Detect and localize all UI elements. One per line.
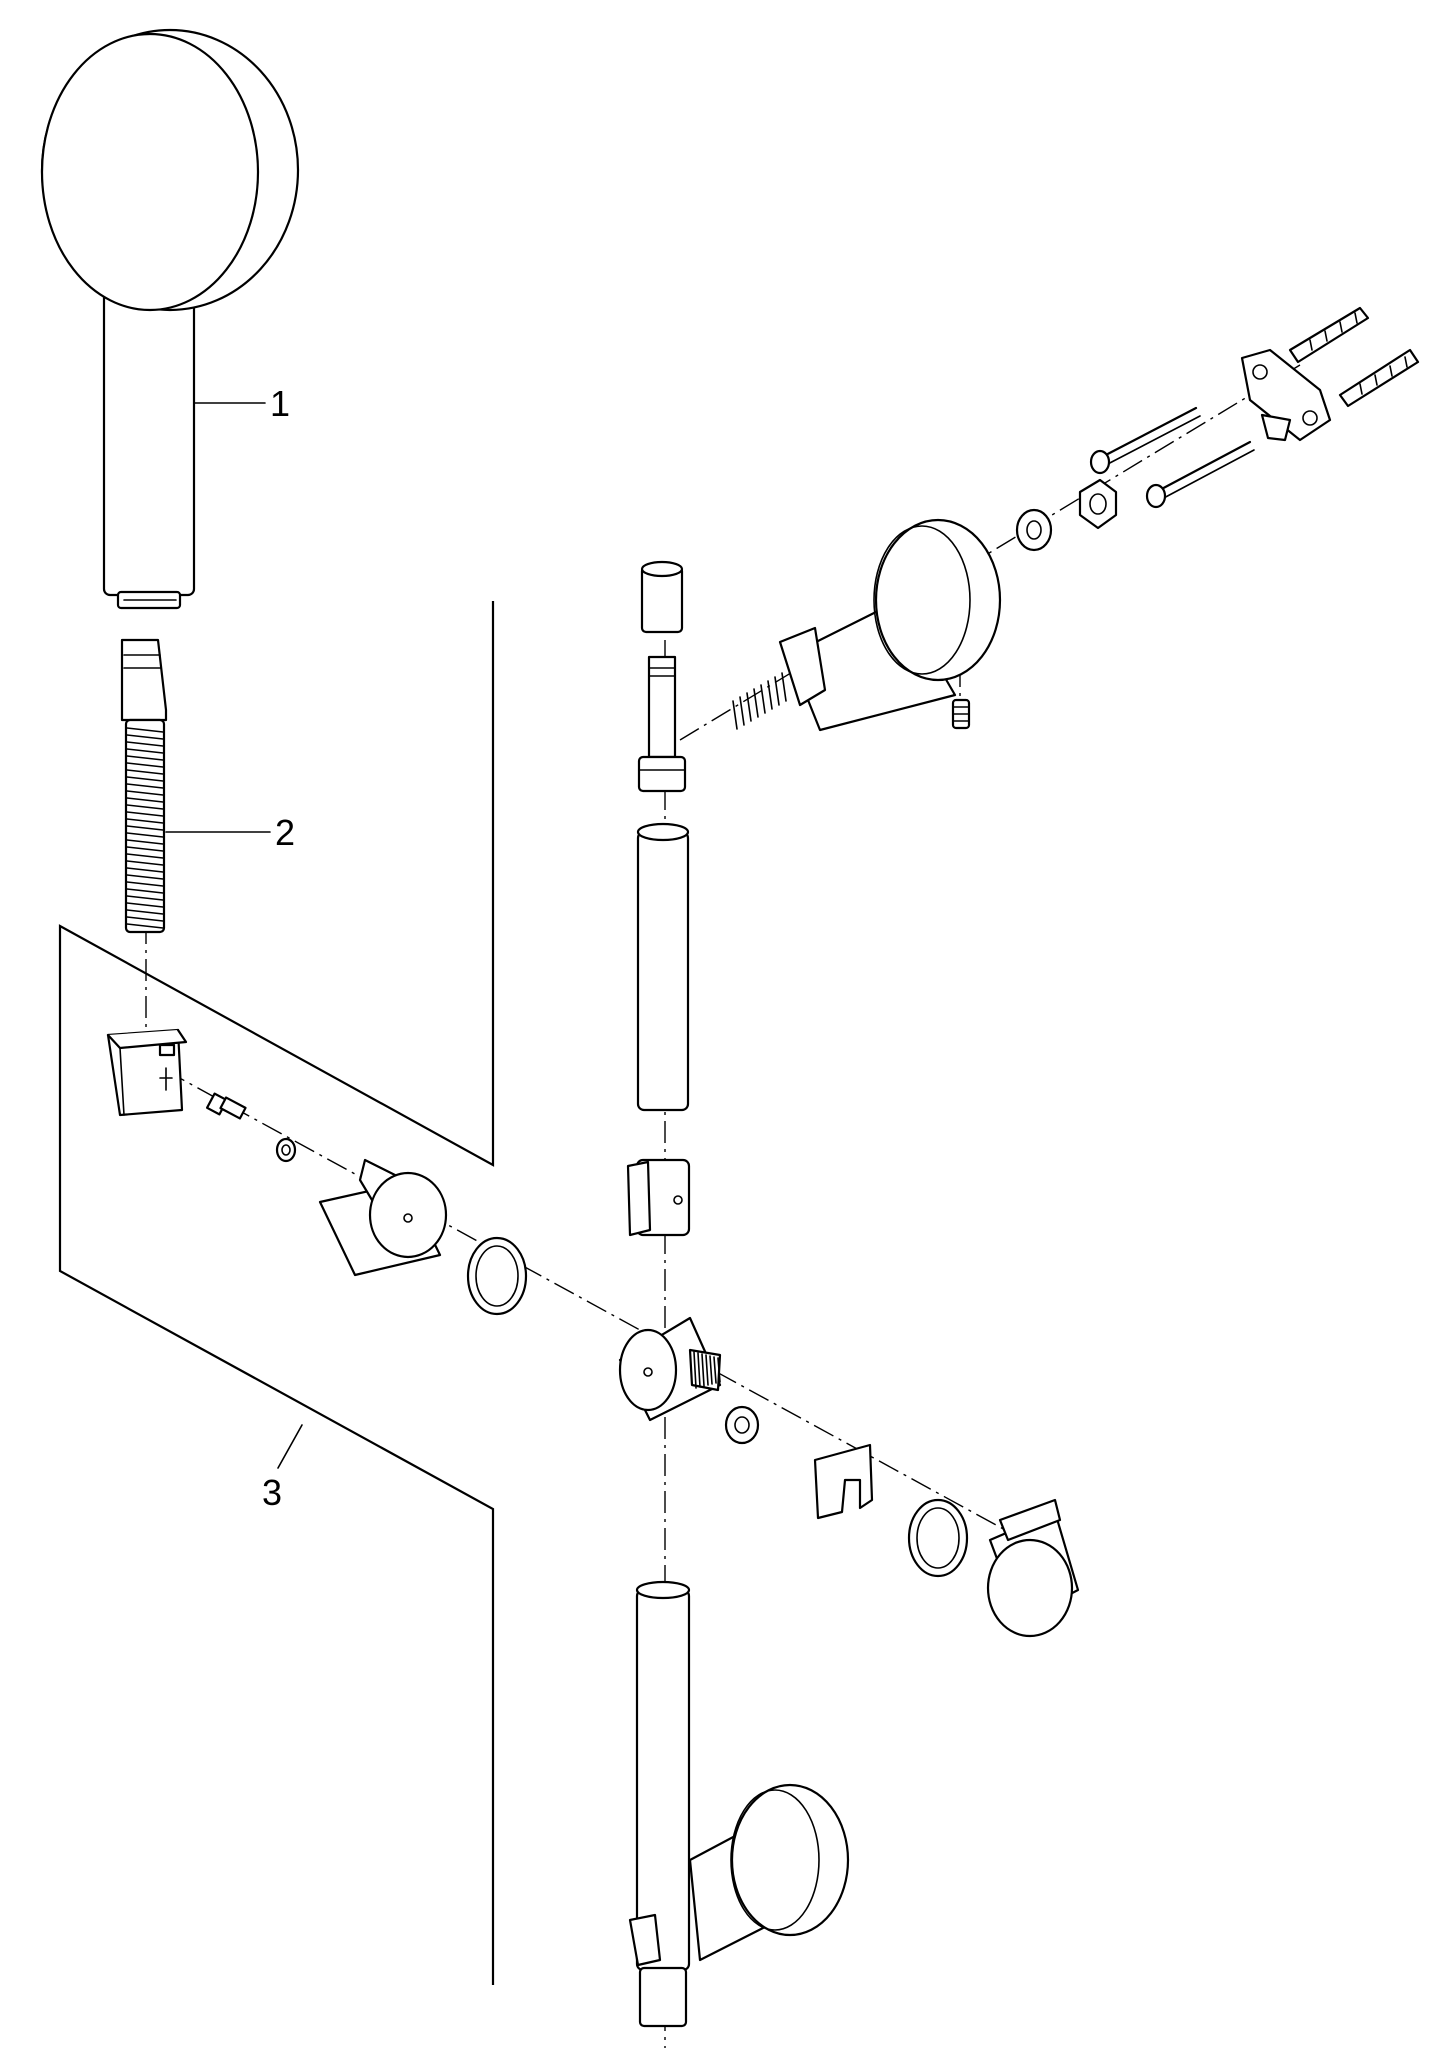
callout-2: 2	[165, 812, 295, 853]
rail-bottom-cap	[638, 1966, 688, 2028]
hose-coil	[126, 916, 164, 922]
bracket-nut	[1078, 478, 1118, 530]
hand-shower	[40, 28, 300, 610]
bracket-spring-coil	[774, 676, 780, 706]
callout-3-label: 3	[262, 1472, 282, 1513]
bracket-spring-coil	[746, 692, 752, 722]
rail-connector	[637, 655, 687, 793]
o-ring-right	[907, 1498, 969, 1578]
hose-coil	[126, 818, 164, 824]
hose-coil	[126, 895, 164, 901]
mounting-screw-top	[1089, 406, 1201, 475]
hose-holder-clip	[106, 1028, 188, 1117]
hose-coil	[126, 923, 164, 929]
slider-body	[618, 1316, 722, 1422]
lower-rail-tube	[635, 1580, 691, 1972]
hose-coil	[126, 846, 164, 852]
assembly-axes	[145, 364, 1301, 2048]
hose-coil	[126, 790, 164, 796]
hose-coil	[126, 874, 164, 880]
slider-spring-coil	[697, 1352, 701, 1388]
hose-coil	[126, 867, 164, 873]
hose-coil	[126, 832, 164, 838]
small-washer	[275, 1137, 297, 1163]
hose-coil	[126, 734, 164, 740]
hose-coils	[126, 727, 164, 929]
bracket-spring-coil	[732, 700, 738, 730]
bracket-spring-coil	[781, 672, 787, 702]
bracket-coils	[732, 672, 787, 730]
slider-knob	[986, 1498, 1080, 1638]
hose-coil	[126, 853, 164, 859]
hose-coil	[126, 839, 164, 845]
slider-spring-coil	[713, 1356, 717, 1384]
hose-coil	[126, 902, 164, 908]
hose-coil	[126, 783, 164, 789]
slider-spring-coil	[693, 1351, 697, 1389]
hose-holder-body	[318, 1158, 448, 1277]
callout-1-label: 1	[270, 383, 290, 424]
hose-coil	[126, 755, 164, 761]
bracket-spring-coil	[753, 688, 759, 718]
hose-coil	[126, 762, 164, 768]
part-3-frame	[58, 601, 495, 1985]
slider-spring	[693, 1351, 721, 1389]
hose-coil	[126, 797, 164, 803]
hose-coil	[126, 741, 164, 747]
shower-hose	[120, 638, 168, 934]
set-screw	[951, 698, 971, 730]
hose-coil	[126, 860, 164, 866]
wall-plug-top	[1288, 306, 1370, 364]
hose-coil	[126, 769, 164, 775]
hose-coil	[126, 825, 164, 831]
upper-wall-bracket	[778, 518, 1002, 732]
bracket-spring	[732, 672, 787, 730]
slider-spring-coil	[717, 1357, 721, 1383]
bracket-washer	[1015, 508, 1053, 552]
rail-end-cap	[640, 560, 684, 634]
slider-nut	[724, 1405, 760, 1445]
bracket-spring-coil	[767, 680, 773, 710]
callout-3: 3	[262, 1424, 303, 1513]
hose-coil	[126, 811, 164, 817]
hose-coil	[126, 727, 164, 733]
wall-plug-bottom	[1338, 348, 1420, 408]
hose-coil	[126, 776, 164, 782]
callout-2-label: 2	[275, 812, 295, 853]
slider-spring-coil	[709, 1355, 713, 1385]
wall-plate	[1240, 348, 1332, 442]
mounting-screw-bottom	[1145, 440, 1255, 509]
clamp-insert	[813, 1443, 874, 1520]
hose-coil	[126, 888, 164, 894]
bracket-spring-coil	[760, 684, 766, 714]
hose-coil	[126, 748, 164, 754]
small-screw	[205, 1092, 247, 1120]
callout-1: 1	[193, 383, 290, 424]
o-ring-left	[466, 1236, 528, 1316]
hose-coil	[126, 909, 164, 915]
bracket-spring-coil	[739, 696, 745, 726]
slider-spring-coil	[701, 1353, 705, 1387]
hose-coil	[126, 881, 164, 887]
hose-coil	[126, 804, 164, 810]
rail-sleeve	[626, 1158, 691, 1237]
upper-rail-tube	[636, 822, 690, 1112]
lower-wall-bracket	[628, 1783, 850, 1967]
slider-spring-coil	[705, 1354, 709, 1386]
